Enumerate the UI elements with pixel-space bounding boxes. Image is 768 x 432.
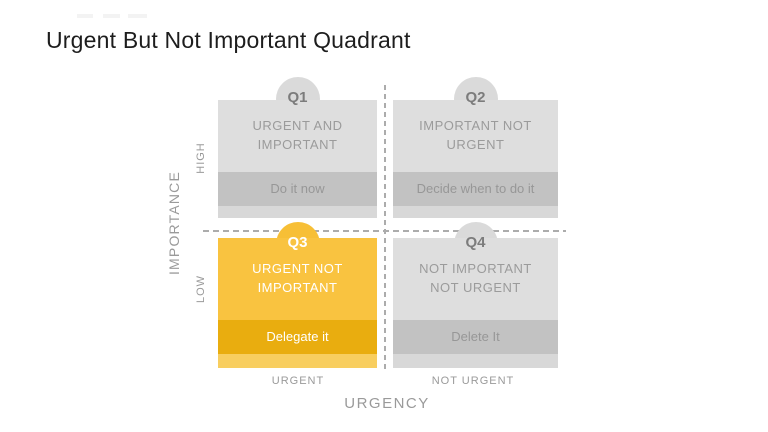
- x-axis-title: URGENCY: [344, 395, 430, 412]
- quadrant-q3-label: Q3: [287, 234, 308, 251]
- quadrant-q1-label: Q1: [287, 89, 308, 106]
- y-axis-low-label: LOW: [195, 274, 207, 304]
- quadrant-q2-action-text: Decide when to do it: [393, 172, 558, 206]
- quadrant-q2-label: Q2: [465, 89, 486, 106]
- quadrant-q4-body-text: NOT IMPORTANT NOT URGENT: [393, 238, 558, 320]
- quadrant-q4: Q4 NOT IMPORTANT NOT URGENT Delete It: [393, 222, 558, 368]
- y-axis-title: IMPORTANCE: [166, 170, 182, 276]
- quadrant-q3-body-text: URGENT NOT IMPORTANT: [218, 238, 377, 320]
- quadrant-q4-label: Q4: [465, 234, 486, 251]
- quadrant-q1-body-text: URGENT AND IMPORTANT: [218, 100, 377, 172]
- quadrant-q3-footer-strip: [218, 354, 377, 368]
- quadrant-q4-action-text: Delete It: [393, 320, 558, 354]
- watermark-smudge: [77, 14, 93, 18]
- quadrant-q1-footer-strip: [218, 206, 377, 218]
- watermark-smudge: [103, 14, 120, 18]
- quadrant-q1-action-text: Do it now: [218, 172, 377, 206]
- quadrant-q2-footer-strip: [393, 206, 558, 218]
- quadrant-q3-action-text: Delegate it: [218, 320, 377, 354]
- quadrant-q2-body-text: IMPORTANT NOT URGENT: [393, 100, 558, 172]
- vertical-divider-dashed-line: [384, 85, 386, 372]
- quadrant-q4-footer-strip: [393, 354, 558, 368]
- quadrant-q3-highlighted: Q3 URGENT NOT IMPORTANT Delegate it: [218, 222, 377, 368]
- horizontal-divider-dashed-line: [203, 230, 566, 232]
- y-axis-high-label: HIGH: [195, 142, 207, 174]
- quadrant-q2: Q2 IMPORTANT NOT URGENT Decide when to d…: [393, 77, 558, 218]
- watermark-smudge: [128, 14, 147, 18]
- x-axis-urgent-label: URGENT: [271, 375, 325, 387]
- slide-title: Urgent But Not Important Quadrant: [46, 27, 411, 53]
- quadrant-q1: Q1 URGENT AND IMPORTANT Do it now: [218, 77, 377, 218]
- x-axis-not-urgent-label: NOT URGENT: [431, 375, 515, 387]
